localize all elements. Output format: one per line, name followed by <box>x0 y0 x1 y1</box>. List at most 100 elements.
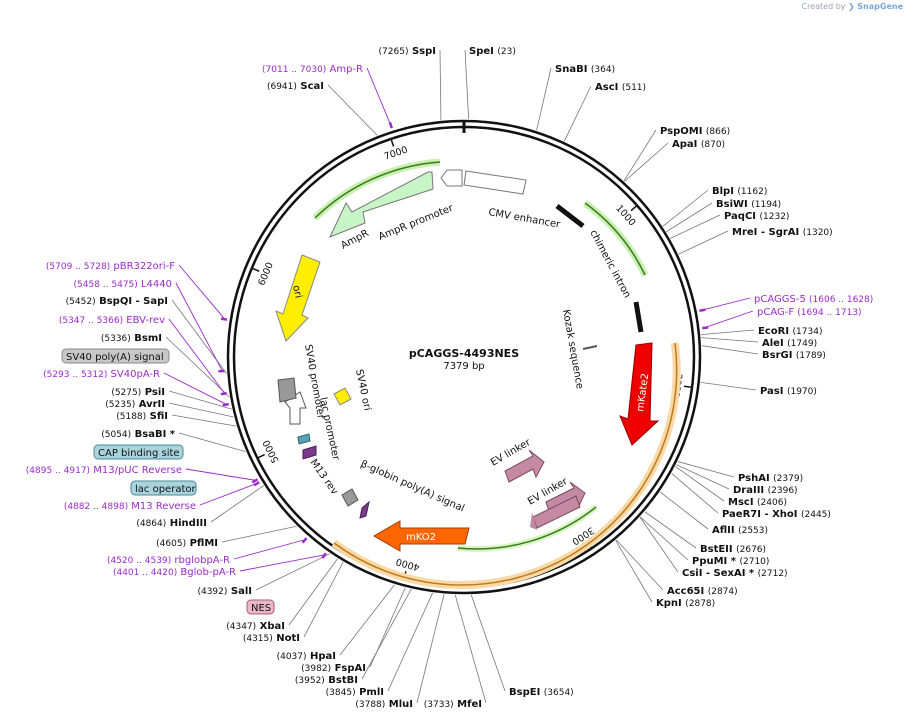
site-leader <box>624 142 669 182</box>
svg-text:ApaI (870): ApaI (870) <box>672 139 725 150</box>
primer-leader <box>178 264 226 320</box>
site-name: BlpI <box>712 186 737 197</box>
site-scai: (6941) ScaI <box>267 81 324 92</box>
site-hpai: (4037) HpaI <box>277 651 336 662</box>
site-apai: ApaI (870) <box>672 139 725 150</box>
primer-range: (4895 .. 4917) <box>26 466 90 476</box>
site-name: SnaBI <box>555 64 591 75</box>
site-name: KpnI <box>656 598 685 609</box>
site-position: (511) <box>622 83 646 93</box>
beta-globin-pa-label: β-globin poly(A) signal <box>359 459 466 515</box>
site-leader <box>255 553 331 591</box>
primer-name: rbglobpA-R <box>171 555 230 566</box>
site-position: (4037) <box>277 652 307 662</box>
m13-rev-label: M13 rev <box>308 457 340 497</box>
site-bspqi-sapi: (5452) BspQI - SapI <box>66 296 168 307</box>
site-leader <box>470 594 506 692</box>
svg-text:(3788) MluI: (3788) MluI <box>355 699 413 710</box>
site-leader <box>644 511 697 549</box>
site-xbai: (4347) XbaI <box>226 621 285 632</box>
svg-text:(5458 .. 5475) L4440: (5458 .. 5475) L4440 <box>74 279 172 290</box>
primer-range: (4882 .. 4898) <box>64 502 128 512</box>
tick-label: 1000 <box>613 203 637 228</box>
tick-label: 6000 <box>256 261 275 288</box>
site-draiii: DraIII (2396) <box>733 485 798 496</box>
site-position: (2712) <box>758 569 788 579</box>
site-name: AleI <box>762 338 787 349</box>
primer-sv40pa-r: (5293 .. 5312) SV40pA-R <box>43 369 160 380</box>
cmv-enhancer-feature <box>463 170 527 195</box>
site-position: (6941) <box>267 82 297 92</box>
primer-name: Amp-R <box>326 64 363 75</box>
primer-pcaggs-5: pCAGGS-5 (1606 .. 1628) <box>754 294 873 305</box>
site-name: MreI - SgrAI <box>732 227 803 238</box>
ori-label: ori <box>290 284 303 299</box>
green-arc <box>457 506 597 550</box>
site-leader <box>639 516 679 573</box>
svg-text:(6941) ScaI: (6941) ScaI <box>267 81 324 92</box>
primer-leader <box>163 372 227 405</box>
site-position: (2445) <box>801 510 831 520</box>
svg-text:(7265) SspI: (7265) SspI <box>379 46 436 57</box>
primer-rbglobpa-r: (4520 .. 4539) rbglobpA-R <box>107 555 230 566</box>
svg-text:BstEII (2676): BstEII (2676) <box>700 544 766 555</box>
ev-linker-1-feature <box>504 449 545 483</box>
nes-box-label: NES <box>251 603 271 614</box>
site-name: ScaI <box>297 81 324 92</box>
site-position: (3952) <box>295 676 325 686</box>
svg-text:(4605) PflMI: (4605) PflMI <box>156 538 218 549</box>
site-name: CsiI - SexAI * <box>682 568 758 579</box>
site-snabi: SnaBI (364) <box>555 64 615 75</box>
site-leader <box>615 540 653 603</box>
site-name: Acc65I <box>667 586 708 597</box>
site-position: (3788) <box>355 700 385 710</box>
site-name: SfiI <box>146 411 168 422</box>
site-leader <box>168 402 234 418</box>
watermark-prefix: Created by <box>801 2 846 11</box>
primer-range: (4520 .. 4539) <box>107 556 171 566</box>
site-pshai: PshAI (2379) <box>738 473 803 484</box>
svg-text:(3845) PmlI: (3845) PmlI <box>326 687 384 698</box>
site-leader <box>700 329 755 335</box>
site-pflmi: (4605) PflMI <box>156 538 218 549</box>
site-leader <box>670 214 721 239</box>
sv40-promoter-label: SV40 promoter <box>302 344 326 421</box>
primer-mark <box>702 326 709 330</box>
site-msci: MscI (2406) <box>728 497 787 508</box>
site-name: PasI <box>760 386 787 397</box>
site-sspi: (7265) SspI <box>379 46 436 57</box>
svg-text:(3733) MfeI: (3733) MfeI <box>424 699 482 710</box>
svg-text:(5452) BspQI - SapI: (5452) BspQI - SapI <box>66 296 168 307</box>
primer-range: (4401 .. 4420) <box>113 568 177 578</box>
primer-range: (5709 .. 5728) <box>46 262 110 272</box>
svg-text:(5054) BsaBI *: (5054) BsaBI * <box>101 429 176 440</box>
site-name: AvrII <box>135 399 165 410</box>
primer-leader <box>175 282 223 372</box>
site-bsiwi: BsiWI (1194) <box>716 199 781 210</box>
ev-linker-2-head <box>530 512 537 530</box>
watermark-brand: SnapGene <box>857 2 903 11</box>
mkate2-feature <box>619 342 660 446</box>
svg-text:BsrGI (1789): BsrGI (1789) <box>762 350 826 361</box>
primer-amp-r: (7011 .. 7030) Amp-R <box>262 64 363 75</box>
kozak-label: Kozak sequence <box>560 309 585 390</box>
site-leader <box>701 337 759 343</box>
site-ecori: EcoRI (1734) <box>758 326 822 337</box>
site-position: (2396) <box>768 486 798 496</box>
site-leader <box>168 390 232 410</box>
tick-label: 7000 <box>383 145 409 163</box>
site-alei: AleI (1749) <box>762 338 817 349</box>
primer-name: pCAG-F <box>757 307 797 318</box>
site-pmli: (3845) PmlI <box>326 687 384 698</box>
site-spei: SpeI (23) <box>469 46 516 57</box>
primer-range: (5458 .. 5475) <box>74 280 138 290</box>
primer-name: L4440 <box>138 279 172 290</box>
site-mlui: (3788) MluI <box>355 699 413 710</box>
svg-text:BspEI (3654): BspEI (3654) <box>509 687 574 698</box>
site-avrii: (5235) AvrII <box>105 399 165 410</box>
site-name: MscI <box>728 497 757 508</box>
site-position: (4605) <box>156 539 186 549</box>
snapgene-watermark: Created by ❯ SnapGene <box>801 2 903 11</box>
svg-text:BsiWI (1194): BsiWI (1194) <box>716 199 781 210</box>
